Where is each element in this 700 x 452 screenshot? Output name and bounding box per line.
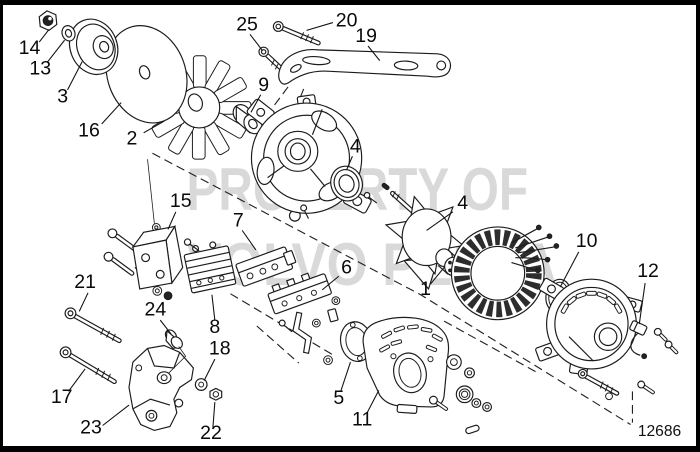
drawing-number: 12686 xyxy=(638,423,681,440)
callout-9: 9 xyxy=(258,74,269,96)
spacer xyxy=(164,329,187,374)
callout-leader-7 xyxy=(241,230,257,251)
cover-bolt xyxy=(428,395,449,411)
callout-25: 25 xyxy=(236,13,258,35)
callout-4: 4 xyxy=(457,192,468,214)
pulley-nut xyxy=(38,10,58,32)
callout-leader-20 xyxy=(306,22,334,31)
callout-leader-8 xyxy=(211,294,216,321)
front-bearing xyxy=(330,165,364,202)
bolt-21 xyxy=(64,307,122,344)
callout-6: 6 xyxy=(341,256,352,278)
terminal-kit xyxy=(629,320,679,360)
callout-leader-16 xyxy=(101,102,122,125)
callout-leader-22 xyxy=(212,402,216,428)
callout-14: 14 xyxy=(19,37,41,59)
through-bolt-short xyxy=(637,380,655,395)
bolt-25 xyxy=(258,46,285,72)
callout-leader-21 xyxy=(78,292,89,312)
callout-17: 17 xyxy=(51,386,73,408)
callout-leader-13 xyxy=(46,39,66,63)
bearing-screw xyxy=(363,182,390,204)
callout-leader-6 xyxy=(321,275,340,291)
callout-leader-4 xyxy=(426,211,454,231)
callout-16: 16 xyxy=(78,120,100,142)
callout-11: 11 xyxy=(352,409,372,431)
callout-leader-25 xyxy=(249,33,264,52)
adjusting-bracket xyxy=(278,49,452,85)
callout-15: 15 xyxy=(170,190,192,212)
callout-21: 21 xyxy=(74,271,96,293)
callout-18: 18 xyxy=(209,337,231,359)
callout-leader-12 xyxy=(638,282,646,325)
callout-leader-15 xyxy=(167,211,177,230)
callout-19: 19 xyxy=(355,25,377,47)
callout-20: 20 xyxy=(336,9,358,31)
callout-22: 22 xyxy=(200,422,222,444)
callout-23: 23 xyxy=(80,416,102,438)
callout-leader-4 xyxy=(346,156,353,171)
through-bolt-long xyxy=(577,368,620,396)
callout-leader-3 xyxy=(67,61,83,91)
brush-holder xyxy=(235,246,297,287)
callout-12: 12 xyxy=(637,260,659,282)
callout-leader-19 xyxy=(367,45,381,61)
callout-leader-17 xyxy=(68,368,86,392)
callout-leader-2 xyxy=(143,120,165,134)
exploded-diagram: PROPERTY OF VOLVO PENTA xyxy=(19,9,682,444)
callout-8: 8 xyxy=(209,316,220,338)
nut xyxy=(209,387,223,401)
bolt-17 xyxy=(59,346,117,385)
stator xyxy=(450,224,560,321)
callout-4: 4 xyxy=(350,135,361,157)
callout-leader-9 xyxy=(250,94,262,113)
terminal-plate xyxy=(267,272,341,366)
mounting-bracket xyxy=(128,344,195,432)
callout-13: 13 xyxy=(29,57,51,79)
callout-leader-5 xyxy=(340,361,351,392)
rectifier-screw xyxy=(183,238,200,252)
callout-10: 10 xyxy=(576,230,598,252)
callout-5: 5 xyxy=(333,387,344,409)
callout-leader-10 xyxy=(559,251,580,288)
callout-24: 24 xyxy=(144,298,166,320)
bolt-20 xyxy=(272,21,321,46)
callout-7: 7 xyxy=(233,209,244,231)
callout-leader-23 xyxy=(102,404,130,426)
voltage-regulator xyxy=(103,159,184,301)
stator-wires xyxy=(511,224,560,274)
callout-leader-24 xyxy=(159,319,172,335)
callout-leader-18 xyxy=(203,358,216,381)
housing-screw xyxy=(300,204,310,219)
rear-cover xyxy=(362,316,450,414)
small-washer xyxy=(605,392,613,401)
pulley xyxy=(68,18,119,76)
callout-leader-1 xyxy=(430,267,445,285)
cover-hardware xyxy=(445,354,493,435)
callout-leader-14 xyxy=(38,29,50,43)
rear-housing xyxy=(535,277,643,376)
callout-leader-11 xyxy=(366,390,380,414)
pulley-washer xyxy=(61,25,76,42)
callout-3: 3 xyxy=(57,86,68,108)
lock-washer xyxy=(194,378,208,391)
callout-2: 2 xyxy=(126,128,137,150)
callout-1: 1 xyxy=(420,278,431,300)
